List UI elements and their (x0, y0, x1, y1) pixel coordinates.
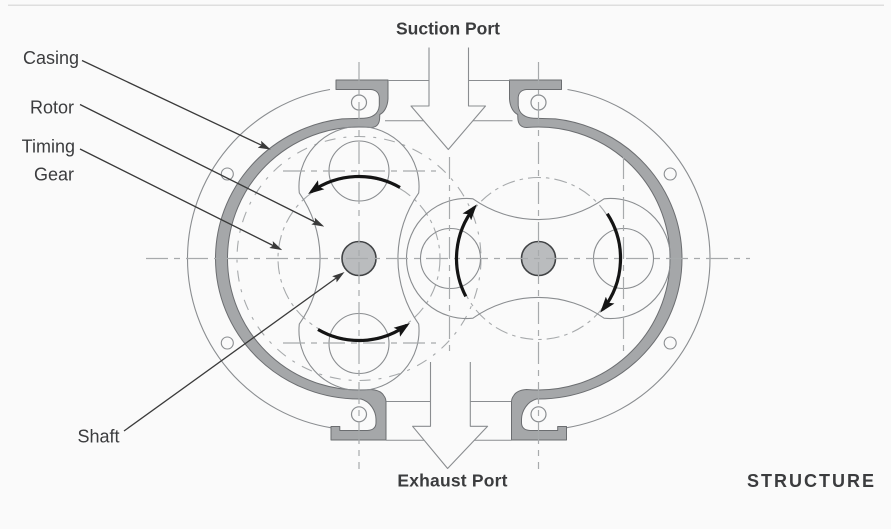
svg-text:Shaft: Shaft (77, 427, 119, 447)
svg-text:Exhaust Port: Exhaust Port (397, 471, 507, 491)
svg-text:Suction Port: Suction Port (396, 19, 500, 39)
svg-text:Rotor: Rotor (30, 98, 74, 118)
svg-text:STRUCTURE: STRUCTURE (747, 471, 876, 491)
svg-text:Casing: Casing (23, 48, 79, 68)
svg-text:Gear: Gear (34, 165, 74, 185)
svg-text:Timing: Timing (22, 137, 75, 157)
